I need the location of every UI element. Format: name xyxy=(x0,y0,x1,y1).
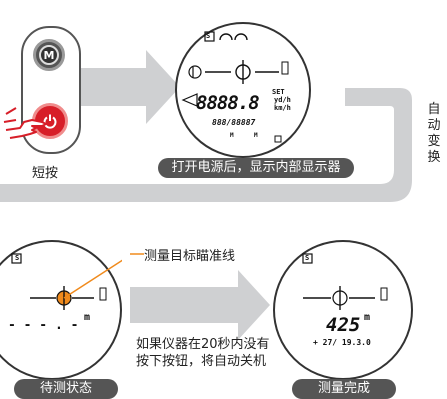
short-press-caption: 短按 xyxy=(31,166,58,181)
done-unit: m xyxy=(364,312,371,323)
auto-off-note-line-2: 按下按钮，将自动关机 xyxy=(136,354,267,369)
side-char-3: 变 xyxy=(427,134,441,149)
waiting-state-pill: 待测状态 xyxy=(14,379,118,399)
done-s-label: S xyxy=(305,254,310,262)
waiting-unit: m xyxy=(84,312,91,323)
aim-line-extension xyxy=(130,253,144,255)
full-small-m-2: M xyxy=(254,132,258,139)
flow-arrow-bottom xyxy=(130,287,240,323)
waiting-s-label: S xyxy=(15,254,20,262)
side-char-2: 动 xyxy=(427,118,441,133)
full-sub-digits: 888/88887 xyxy=(212,118,256,127)
done-state-pill: 测量完成 xyxy=(292,379,396,399)
waiting-display-contents xyxy=(11,253,122,310)
power-on-pill: 打开电源后，显示内部显示器 xyxy=(158,158,354,178)
done-display-contents xyxy=(302,253,388,310)
full-s-icon-label: S xyxy=(206,32,211,40)
full-unit-top: yd/h xyxy=(274,96,291,104)
power-icon xyxy=(43,114,57,129)
waiting-reading: - - - . - xyxy=(8,318,79,333)
full-unit-bottom: km/h xyxy=(274,104,291,112)
set-label: SET xyxy=(272,88,285,96)
auto-off-note-line-1: 如果仪器在20秒内没有 xyxy=(136,337,270,352)
flow-arrow-top xyxy=(78,68,148,106)
flow-arrowhead-top xyxy=(146,50,180,124)
side-char-4: 换 xyxy=(427,150,441,165)
full-main-digits: 8888.8 xyxy=(196,92,260,114)
done-sub-reading: + 27/ 19.3.0 xyxy=(313,338,371,347)
flow-return-path xyxy=(0,88,412,202)
done-reading: 425 xyxy=(326,314,361,336)
mode-button[interactable]: M xyxy=(33,39,65,71)
mode-button-label: M xyxy=(39,45,59,65)
flow-arrowhead-bottom xyxy=(238,270,270,340)
full-display-contents xyxy=(181,31,289,143)
side-char-1: 自 xyxy=(427,102,441,117)
hand-pointer-icon xyxy=(3,107,47,139)
full-small-m-1: M xyxy=(230,132,234,139)
full-display-lcd xyxy=(175,22,311,158)
aim-line-label: 测量目标瞄准线 xyxy=(144,249,236,264)
